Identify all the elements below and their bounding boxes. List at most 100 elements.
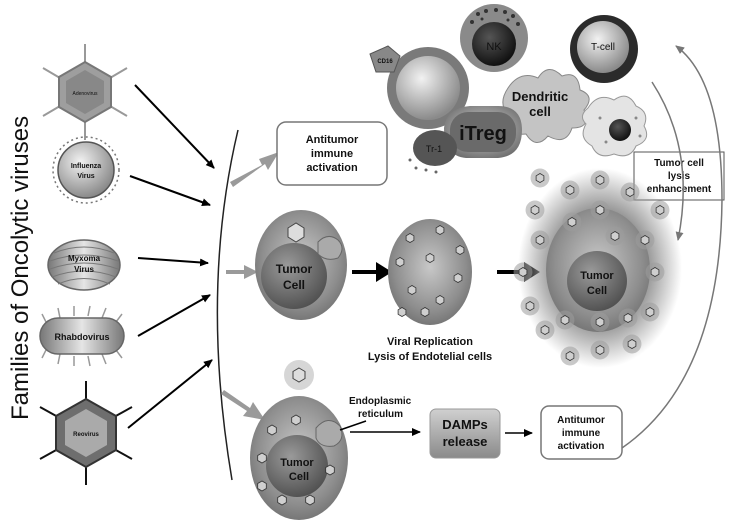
- released-virus-icon: [513, 262, 533, 282]
- svg-text:Antitumor: Antitumor: [557, 415, 605, 426]
- t-cell: T-cell: [570, 15, 638, 83]
- tumor-cell-label-2: Cell: [283, 278, 305, 292]
- released-virus-icon: [530, 168, 550, 188]
- lysed-tumor-label-2: Cell: [587, 285, 607, 297]
- mini-virus-icon: [405, 233, 415, 243]
- tumor-cell-lysed: Tumor Cell: [513, 168, 682, 368]
- svg-text:lysis: lysis: [668, 171, 691, 182]
- er-tumor-label-1: Tumor: [280, 457, 314, 469]
- itreg-label: iTreg: [459, 123, 507, 145]
- released-virus-icon: [640, 302, 660, 322]
- tumor-cell-label-1: Tumor: [276, 262, 313, 276]
- reovirus-icon: Reovirus: [39, 381, 133, 485]
- mini-virus-icon: [453, 273, 463, 283]
- released-virus-icon: [520, 296, 540, 316]
- svg-text:activation: activation: [558, 441, 605, 452]
- myxoma-label-1: Myxoma: [68, 254, 101, 263]
- arrow-to-replication: [352, 262, 392, 282]
- reovirus-label: Reovirus: [73, 432, 99, 438]
- svg-text:immune: immune: [311, 148, 353, 160]
- released-virus-icon: [590, 200, 610, 220]
- feedback-arrow: [621, 45, 723, 449]
- released-virus-icon: [530, 230, 550, 250]
- gray-arrows: [221, 152, 279, 420]
- released-virus-icon: [562, 212, 582, 232]
- adenovirus-label: Adenovirus: [72, 91, 98, 97]
- macrophage-cell: [582, 95, 648, 157]
- er-virus-icon: [325, 464, 335, 476]
- released-virus-icon: [560, 346, 580, 366]
- mini-virus-icon: [395, 257, 405, 267]
- t-cell-label: T-cell: [591, 42, 615, 53]
- lysis-loop-arrow: [651, 81, 684, 241]
- nk-cell: NK: [460, 4, 528, 72]
- svg-text:enhancement: enhancement: [647, 184, 712, 195]
- viral-replication-label: Viral Replication: [387, 336, 473, 348]
- released-virus-icon: [620, 182, 640, 202]
- virus-arrows: [127, 84, 215, 429]
- released-virus-icon: [605, 226, 625, 246]
- svg-text:Antitumor: Antitumor: [306, 134, 359, 146]
- er-virus-icon: [267, 424, 277, 436]
- svg-text:Tumor cell: Tumor cell: [654, 158, 704, 169]
- mini-virus-icon: [397, 307, 407, 317]
- er-virus-icon: [305, 494, 315, 506]
- side-title: Families of Oncolytic viruses: [7, 116, 34, 420]
- tumor-cell-er: Tumor Cell: [250, 396, 348, 520]
- er-virus-icon: [291, 414, 301, 426]
- released-virus-icon: [645, 262, 665, 282]
- dendritic-cell: Dendritic cell: [502, 69, 590, 143]
- tumor-cell-infected: Tumor Cell: [255, 210, 347, 320]
- released-virus-icon: [555, 310, 575, 330]
- released-virus-icon: [590, 170, 610, 190]
- svg-text:immune: immune: [562, 428, 601, 439]
- released-virus-icon: [590, 312, 610, 332]
- lysed-tumor-label-1: Tumor: [580, 270, 614, 282]
- rhabdovirus-icon: Rhabdovirus: [39, 305, 125, 367]
- released-virus-icon: [525, 200, 545, 220]
- nk-label: NK: [486, 41, 502, 53]
- tr1-cell: Tr-1: [408, 130, 457, 174]
- released-virus-icon: [650, 200, 670, 220]
- dendritic-label-1: Dendritic: [512, 89, 568, 104]
- mini-virus-icon: [420, 307, 430, 317]
- cd16-cell: CD16: [369, 45, 469, 129]
- tumor-cell-replicating: [388, 219, 472, 325]
- influenza-virus-icon: Influenza Virus: [52, 136, 120, 204]
- released-virus-icon: [535, 320, 555, 340]
- damps-release-box: DAMPs release: [429, 408, 501, 459]
- mini-virus-icon: [435, 295, 445, 305]
- lysis-endothelial-label: Lysis of Endotelial cells: [368, 351, 492, 363]
- free-virus-icon: [284, 360, 314, 390]
- released-virus-icon: [622, 334, 642, 354]
- released-virus-icon: [618, 308, 638, 328]
- itreg-cell: iTreg: [444, 106, 522, 158]
- influenza-label-1: Influenza: [71, 163, 101, 170]
- antitumor-immune-activation-box-bottom: Antitumor immune activation: [540, 405, 623, 460]
- released-virus-icon: [560, 180, 580, 200]
- released-virus-icon: [590, 340, 610, 360]
- convergence-bracket: [216, 129, 239, 481]
- released-virus-icon: [635, 230, 655, 250]
- er-tumor-label-2: Cell: [289, 471, 309, 483]
- rhabdovirus-label: Rhabdovirus: [54, 332, 109, 342]
- dendritic-label-2: cell: [529, 104, 551, 119]
- mini-virus-icon: [425, 253, 435, 263]
- tr1-label: Tr-1: [426, 144, 442, 154]
- mini-virus-icon: [435, 225, 445, 235]
- er-pointer: [339, 420, 367, 431]
- svg-text:activation: activation: [306, 162, 358, 174]
- adenovirus-icon: Adenovirus: [42, 44, 128, 140]
- antitumor-immune-activation-box-top: Antitumor immune activation: [276, 121, 388, 186]
- mini-virus-icon: [407, 285, 417, 295]
- svg-text:release: release: [443, 434, 488, 449]
- er-virus-icon: [277, 494, 287, 506]
- er-virus-icon: [257, 480, 267, 492]
- svg-text:DAMPs: DAMPs: [442, 417, 488, 432]
- myxoma-virus-icon: Myxoma Virus: [47, 239, 121, 291]
- mini-virus-icon: [455, 245, 465, 255]
- er-label-2: reticulum: [358, 409, 403, 420]
- influenza-label-2: Virus: [77, 173, 94, 180]
- myxoma-label-2: Virus: [74, 265, 94, 274]
